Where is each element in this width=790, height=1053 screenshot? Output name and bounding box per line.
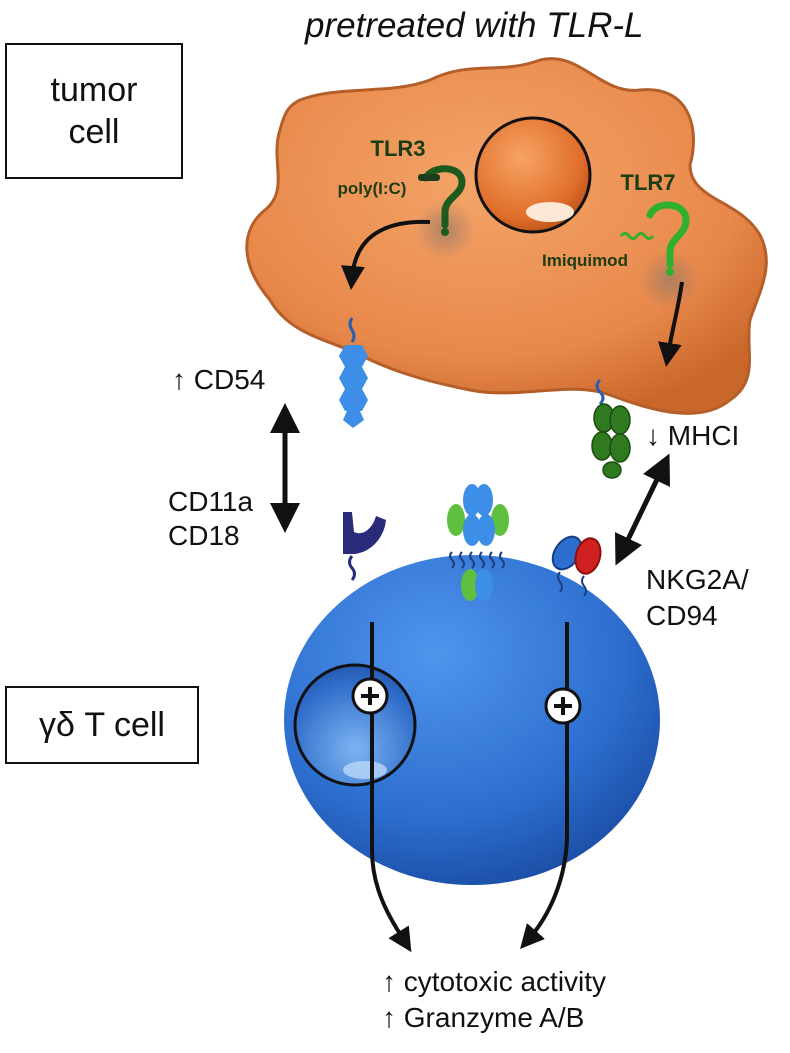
nkg2a-cd94-receptor bbox=[551, 535, 602, 597]
tcell-nucleus-highlight bbox=[343, 761, 387, 779]
imiquimod-label: Imiquimod bbox=[542, 251, 628, 270]
tlr3-receptor-icon bbox=[422, 165, 466, 229]
nucleus-highlight bbox=[526, 202, 574, 222]
cd11a-cd18-integrin bbox=[343, 512, 386, 554]
cd11a-label: CD11a bbox=[168, 486, 254, 517]
tcell-label-box: γδ T cell bbox=[5, 686, 199, 764]
cd54-tether bbox=[348, 317, 356, 343]
integrin-signal-arrow bbox=[370, 622, 412, 953]
cd54-molecule bbox=[339, 345, 368, 428]
cytotoxic-activity-label: ↑ cytotoxic activity bbox=[382, 966, 607, 997]
cd18-label: CD18 bbox=[168, 520, 240, 551]
tlr3-label: TLR3 bbox=[371, 136, 426, 161]
tcell-label: γδ T cell bbox=[39, 705, 165, 744]
nkg2a-label: NKG2A/ bbox=[646, 564, 749, 595]
diagram-title: pretreated with TLR-L bbox=[305, 6, 644, 45]
mhci-nkg2a-interaction-arrow bbox=[615, 453, 670, 566]
mhci-tether bbox=[595, 378, 605, 406]
integrin-tether bbox=[348, 555, 356, 581]
tumor-cell-body bbox=[245, 57, 768, 415]
cd54-label: ↑ CD54 bbox=[172, 364, 266, 395]
tlr7-signal-arrow bbox=[658, 281, 684, 367]
poly-ic-label: poly(I:C) bbox=[338, 179, 407, 198]
tlr7-receptor-dot bbox=[666, 268, 674, 276]
cd94-label: CD94 bbox=[646, 600, 718, 631]
activation-plus-icon bbox=[544, 687, 582, 725]
imiquimod-ligand bbox=[619, 232, 655, 240]
tlr3-receptor-dot bbox=[441, 228, 449, 236]
mhci-label: ↓ MHCI bbox=[646, 420, 740, 451]
tlr7-label: TLR7 bbox=[621, 170, 676, 195]
tlr7-receptor-icon bbox=[646, 201, 690, 269]
granzyme-label: ↑ Granzyme A/B bbox=[382, 1002, 585, 1033]
mhci-molecule bbox=[591, 403, 631, 479]
tlr3-signal-arrow bbox=[340, 219, 431, 290]
tcr-signal-arrow bbox=[520, 622, 569, 950]
activation-plus-icon bbox=[351, 677, 389, 715]
tlr7-halo bbox=[640, 250, 700, 310]
tcr-complex bbox=[447, 484, 509, 601]
poly-ic-ligand bbox=[418, 174, 440, 181]
